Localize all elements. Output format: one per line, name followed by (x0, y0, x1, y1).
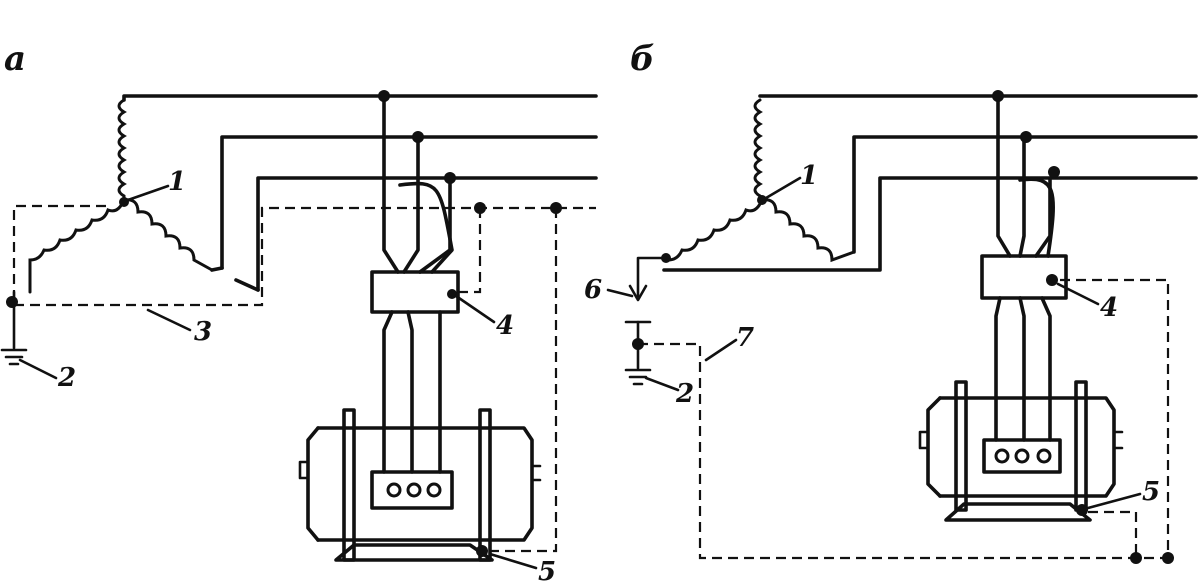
ground-symbol-b (624, 368, 652, 386)
transformer-winding-b (661, 98, 856, 263)
phase-line-3 (256, 176, 598, 292)
label-ground-b: 2 (675, 379, 694, 409)
label-transformer-a: 1 (168, 167, 186, 197)
label-frame-b: 5 (1142, 477, 1160, 507)
panel-a: а (0, 39, 598, 584)
label-neutral-wire-a: 3 (194, 317, 212, 347)
phase-line-1 (122, 94, 598, 102)
label-ground-a: 2 (57, 363, 76, 393)
transformer-winding-a (28, 98, 214, 294)
panel-letter-a: а (4, 39, 26, 79)
label-frame-a: 5 (538, 557, 556, 584)
label-fuse-b: 6 (584, 275, 602, 305)
label-switch-b: 4 (1100, 293, 1118, 323)
earth-wire-b (638, 278, 1170, 560)
panel-b: б (584, 39, 1198, 564)
motor-b (918, 380, 1124, 522)
phase-line-2-b (852, 135, 1198, 254)
phase-line-2 (220, 135, 598, 270)
switch-box-b (980, 254, 1068, 300)
motor-a (298, 408, 542, 562)
phase-line-3-b (662, 176, 1198, 272)
ground-symbol-a (0, 290, 28, 366)
label-switch-a: 4 (496, 311, 514, 341)
panel-letter-b: б (630, 39, 655, 79)
switch-box-a (370, 270, 460, 314)
label-earth-wire-b: 7 (736, 323, 754, 353)
fuse-b (624, 256, 668, 370)
label-transformer-b: 1 (800, 161, 818, 191)
frame-ground-wire-a (486, 208, 558, 553)
